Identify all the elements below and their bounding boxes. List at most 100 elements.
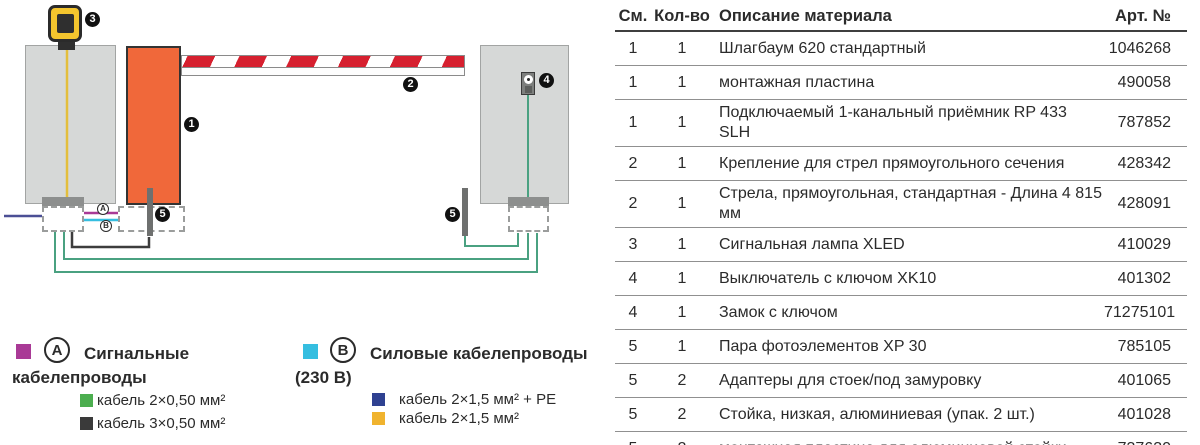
legend-b-title-line1: Силовые кабелепроводы [370,344,588,363]
cell-qty: 1 [651,31,713,66]
cell-qty: 1 [651,65,713,100]
black-cable [70,231,151,249]
legend-b-item2-label: кабель 2×1,5 мм² [399,410,519,427]
cell-description: монтажная пластина для алюминиевой стойк… [713,431,1103,445]
legend-b-item2-swatch [372,412,385,425]
conduit-a-marker: A [97,203,109,215]
cell-description: Крепление для стрел прямоугольного сечен… [713,146,1103,181]
key-switch-body [525,86,532,93]
photocell-post-left [147,188,153,236]
badge-1-barrier: 1 [184,117,199,132]
foundation-box-right [508,206,549,232]
badge-5-photocell-left: 5 [155,207,170,222]
key-switch-cylinder [524,75,533,84]
legend-b-circle: B [330,337,356,363]
photocell-post-right [462,188,468,236]
cell-description: Замок с ключом [713,295,1103,330]
table-row: 5 2 Адаптеры для стоек/под замуровку 401… [615,363,1187,398]
cell-see: 4 [615,261,651,296]
parts-table-body: 1 1 Шлагбаум 620 стандартный 1046268 1 1… [615,31,1187,445]
cell-description: Стойка, низкая, алюминиевая (упак. 2 шт.… [713,397,1103,432]
cell-qty: 1 [651,261,713,296]
cell-art: 1046268 [1103,31,1187,66]
legend-b-item1-swatch [372,393,385,406]
header-art: Арт. № [1103,2,1187,32]
table-row: 1 1 монтажная пластина 490058 [615,65,1187,100]
cell-qty: 1 [651,329,713,364]
badge-4-key-switch: 4 [539,73,554,88]
cell-description: Шлагбаум 620 стандартный [713,31,1103,66]
cell-art: 401028 [1103,397,1187,432]
conduit-b-marker: B [100,220,112,232]
legend-a-item2-label: кабель 3×0,50 мм² [97,415,226,432]
table-row: 2 1 Стрела, прямоугольная, стандартная -… [615,180,1187,228]
table-row: 5 1 Пара фотоэлементов XP 30 785105 [615,329,1187,364]
legend-a-item2-swatch [80,417,93,430]
cell-art: 785105 [1103,329,1187,364]
cell-see: 4 [615,295,651,330]
cell-see: 1 [615,99,651,147]
cell-art: 737630 [1103,431,1187,445]
boom-arm [181,55,465,76]
cell-art: 428091 [1103,180,1187,228]
legend-a-circle: A [44,337,70,363]
table-row: 2 1 Крепление для стрел прямоугольного с… [615,146,1187,181]
cell-art: 428342 [1103,146,1187,181]
cell-art: 71275101 [1103,295,1187,330]
legend-a-item1-label: кабель 2×0,50 мм² [97,392,226,409]
key-switch [521,72,535,95]
cell-qty: 2 [651,397,713,432]
green-cable-inner [63,231,529,260]
table-row: 5 2 Стойка, низкая, алюминиевая (упак. 2… [615,397,1187,432]
cell-see: 2 [615,146,651,181]
table-row: 1 1 Шлагбаум 620 стандартный 1046268 [615,31,1187,66]
base-plate-right [508,197,549,206]
cell-description: Адаптеры для стоек/под замуровку [713,363,1103,398]
table-row: 1 1 Подключаемый 1-канальный приёмник RP… [615,99,1187,147]
cell-art: 410029 [1103,227,1187,262]
cell-see: 5 [615,329,651,364]
header-see: См. [615,2,651,32]
badge-2-boom: 2 [403,77,418,92]
cell-see: 1 [615,65,651,100]
cell-qty: 1 [651,146,713,181]
cell-art: 490058 [1103,65,1187,100]
cell-see: 5 [615,431,651,445]
green-cable-outer [54,231,538,273]
cell-see: 5 [615,397,651,432]
boom-lower-band [181,67,465,76]
green-cable-photocell [464,233,519,247]
cell-description: Выключатель с ключом XK10 [713,261,1103,296]
cell-art: 787852 [1103,99,1187,147]
legend-a-title-line1: Сигнальные [84,344,190,363]
cell-description: монтажная пластина [713,65,1103,100]
table-row: 3 1 Сигнальная лампа XLED 410029 [615,227,1187,262]
cell-art: 401065 [1103,363,1187,398]
lamp-stem [58,40,75,50]
table-row: 4 1 Выключатель с ключом XK10 401302 [615,261,1187,296]
header-qty: Кол-во [651,2,713,32]
badge-3-lamp: 3 [85,12,100,27]
legend-a-title-line2: кабелепроводы [12,368,147,387]
keyhole-icon [527,78,530,81]
installation-diagram: 1 2 3 4 5 5 A B [4,5,569,273]
barrier-unit [126,46,181,205]
cell-see: 3 [615,227,651,262]
cell-qty: 2 [651,363,713,398]
cell-description: Сигнальная лампа XLED [713,227,1103,262]
pillar-left [25,45,116,204]
cell-see: 5 [615,363,651,398]
cell-description: Стрела, прямоугольная, стандартная - Дли… [713,180,1103,228]
legend-b-title-line2: (230 В) [295,368,352,387]
cell-description: Пара фотоэлементов XP 30 [713,329,1103,364]
cell-qty: 1 [651,227,713,262]
legend-a-item1-swatch [80,394,93,407]
lamp-lens [57,14,74,33]
pillar-right [480,45,569,204]
legend-b-item1-label: кабель 2×1,5 мм² + PE [399,391,557,408]
cell-see: 1 [615,31,651,66]
cell-qty: 1 [651,180,713,228]
cell-qty: 1 [651,295,713,330]
legend-a-swatch [16,344,31,359]
